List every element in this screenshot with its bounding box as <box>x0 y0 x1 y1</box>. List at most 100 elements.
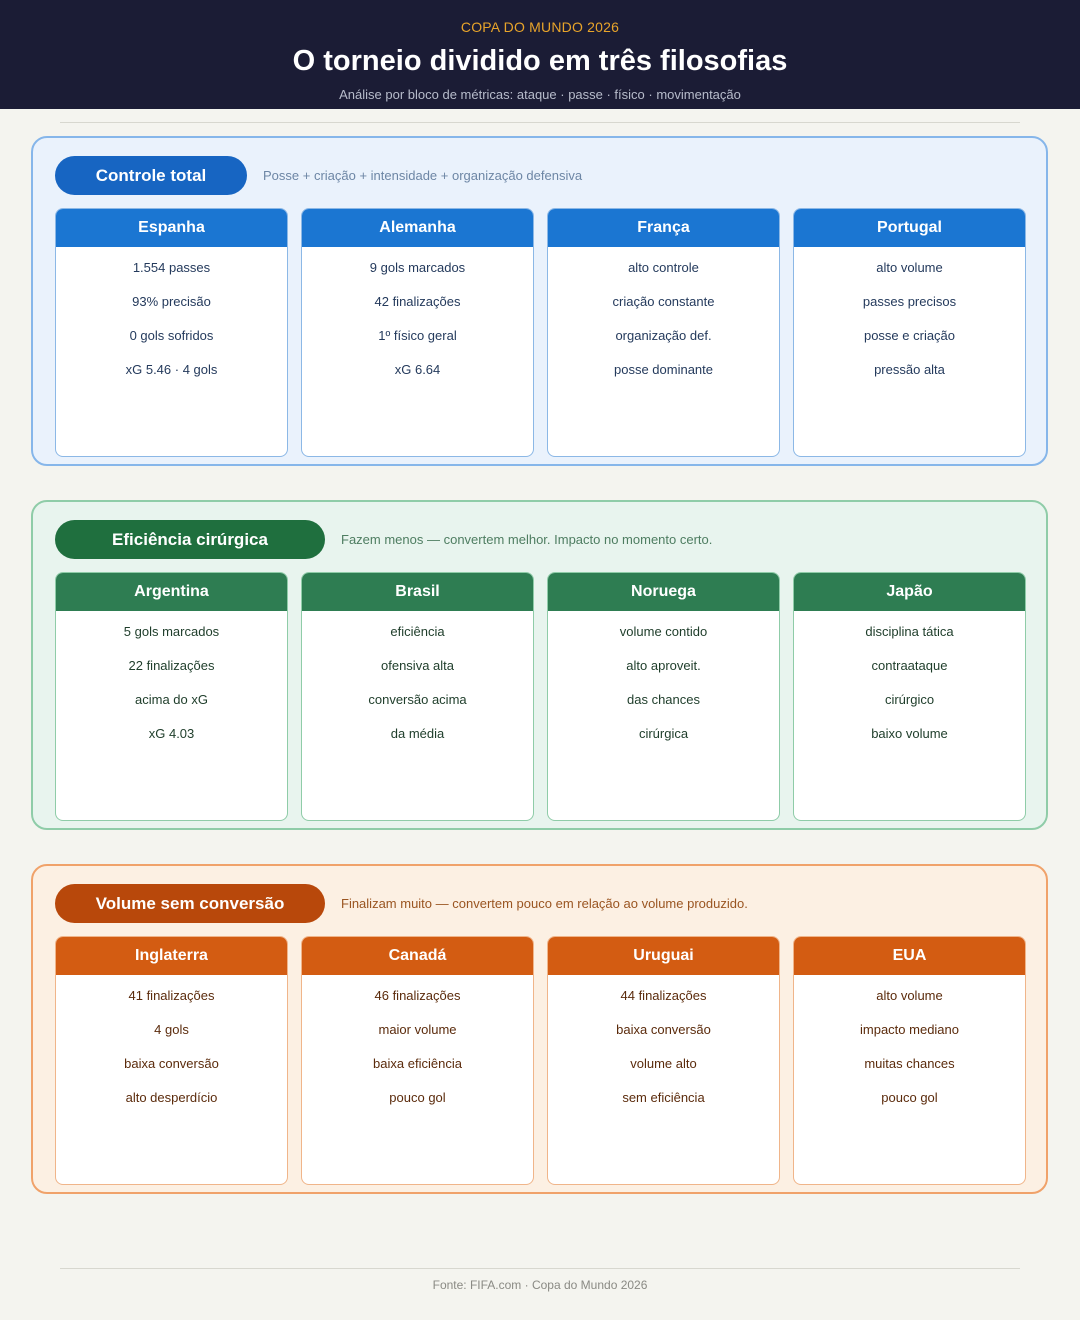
source-footer: Fonte: FIFA.com · Copa do Mundo 2026 <box>432 1278 648 1292</box>
metric-item: sem eficiência <box>622 1090 705 1105</box>
team-name: Canadá <box>302 937 533 975</box>
metric-item: xG 4.03 <box>148 726 195 741</box>
page-subtitle: Análise por bloco de métricas: ataque · … <box>339 87 741 102</box>
metric-item: 44 finalizações <box>620 988 707 1003</box>
metric-list: eficiência ofensiva alta conversão acima… <box>302 611 533 759</box>
metric-item: baixa conversão <box>616 1022 711 1037</box>
metric-item: contraataque <box>871 658 948 673</box>
team-card-uruguai: Uruguai 44 finalizações baixa conversão … <box>547 936 780 1185</box>
team-name: Noruega <box>548 573 779 611</box>
team-card-espanha: Espanha 1.554 passes 93% precisão 0 gols… <box>55 208 288 457</box>
metric-list: 46 finalizações maior volume baixa efici… <box>302 975 533 1123</box>
metric-item: da média <box>390 726 445 741</box>
metric-item: alto volume <box>876 988 943 1003</box>
group-panel-controle-total: Controle total Posse + criação + intensi… <box>31 136 1048 466</box>
metric-item: posse e criação <box>863 328 956 343</box>
team-card-eua: EUA alto volume impacto mediano muitas c… <box>793 936 1026 1185</box>
metric-list: 5 gols marcados 22 finalizações acima do… <box>56 611 287 759</box>
metric-item: xG 6.64 <box>394 362 441 377</box>
metric-item: 93% precisão <box>132 294 211 309</box>
team-card-portugal: Portugal alto volume passes precisos pos… <box>793 208 1026 457</box>
metric-item: conversão acima <box>368 692 467 707</box>
metric-item: 41 finalizações <box>128 988 215 1003</box>
team-card-inglaterra: Inglaterra 41 finalizações 4 gols baixa … <box>55 936 288 1185</box>
metric-item: 22 finalizações <box>128 658 215 673</box>
metric-item: xG 5.46 · 4 gols <box>125 362 218 377</box>
metric-list: 41 finalizações 4 gols baixa conversão a… <box>56 975 287 1123</box>
metric-item: volume alto <box>630 1056 697 1071</box>
metric-list: 1.554 passes 93% precisão 0 gols sofrido… <box>56 247 287 395</box>
metric-item: acima do xG <box>135 692 208 707</box>
metric-item: passes precisos <box>862 294 957 309</box>
group-title-pill: Controle total <box>55 156 247 195</box>
metric-item: criação constante <box>612 294 715 309</box>
metric-item: disciplina tática <box>865 624 954 639</box>
group-title-pill: Eficiência cirúrgica <box>55 520 325 559</box>
team-card-alemanha: Alemanha 9 gols marcados 42 finalizações… <box>301 208 534 457</box>
team-name: Brasil <box>302 573 533 611</box>
metric-item: 9 gols marcados <box>369 260 466 275</box>
team-card-japao: Japão disciplina tática contraataque cir… <box>793 572 1026 821</box>
group-panel-volume-sem-conversao: Volume sem conversão Finalizam muito — c… <box>31 864 1048 1194</box>
metric-item: 1º físico geral <box>378 328 457 343</box>
bottom-divider <box>60 1268 1020 1269</box>
metric-item: baixo volume <box>871 726 948 741</box>
group-panel-eficiencia-cirurgica: Eficiência cirúrgica Fazem menos — conve… <box>31 500 1048 830</box>
metric-item: 5 gols marcados <box>123 624 220 639</box>
team-name: Alemanha <box>302 209 533 247</box>
team-name: Japão <box>794 573 1025 611</box>
metric-list: 44 finalizações baixa conversão volume a… <box>548 975 779 1123</box>
metric-list: alto controle criação constante organiza… <box>548 247 779 395</box>
metric-item: organização def. <box>615 328 712 343</box>
team-name: Espanha <box>56 209 287 247</box>
metric-item: cirúrgico <box>884 692 935 707</box>
top-divider <box>60 122 1020 123</box>
metric-item: pouco gol <box>389 1090 446 1105</box>
team-card-brasil: Brasil eficiência ofensiva alta conversã… <box>301 572 534 821</box>
metric-list: 9 gols marcados 42 finalizações 1º físic… <box>302 247 533 395</box>
metric-item: alto volume <box>876 260 943 275</box>
metric-item: 1.554 passes <box>132 260 211 275</box>
header-kicker: COPA DO MUNDO 2026 <box>460 19 620 35</box>
page-title: O torneio dividido em três filosofias <box>292 45 788 77</box>
team-name: Inglaterra <box>56 937 287 975</box>
metric-item: maior volume <box>378 1022 457 1037</box>
team-name: EUA <box>794 937 1025 975</box>
metric-item: das chances <box>627 692 700 707</box>
metric-list: alto volume impacto mediano muitas chanc… <box>794 975 1025 1123</box>
metric-item: posse dominante <box>613 362 713 377</box>
metric-item: eficiência <box>390 624 445 639</box>
team-card-argentina: Argentina 5 gols marcados 22 finalizaçõe… <box>55 572 288 821</box>
team-name: Portugal <box>794 209 1025 247</box>
group-description: Finalizam muito — convertem pouco em rel… <box>341 896 748 911</box>
team-card-franca: França alto controle criação constante o… <box>547 208 780 457</box>
metric-item: baixa conversão <box>124 1056 219 1071</box>
metric-item: 46 finalizações <box>374 988 461 1003</box>
metric-item: 0 gols sofridos <box>129 328 214 343</box>
metric-item: cirúrgica <box>638 726 689 741</box>
metric-list: volume contido alto aproveit. das chance… <box>548 611 779 759</box>
metric-item: muitas chances <box>864 1056 955 1071</box>
group-description: Fazem menos — convertem melhor. Impacto … <box>341 532 713 547</box>
metric-item: volume contido <box>619 624 708 639</box>
team-card-noruega: Noruega volume contido alto aproveit. da… <box>547 572 780 821</box>
metric-item: 42 finalizações <box>374 294 461 309</box>
metric-list: alto volume passes precisos posse e cria… <box>794 247 1025 395</box>
metric-item: ofensiva alta <box>381 658 454 673</box>
metric-item: 4 gols <box>154 1022 189 1037</box>
metric-item: baixa eficiência <box>373 1056 462 1071</box>
metric-item: alto aproveit. <box>626 658 701 673</box>
team-name: Argentina <box>56 573 287 611</box>
metric-list: disciplina tática contraataque cirúrgico… <box>794 611 1025 759</box>
metric-item: pressão alta <box>874 362 945 377</box>
team-name: França <box>548 209 779 247</box>
group-title-pill: Volume sem conversão <box>55 884 325 923</box>
team-card-canada: Canadá 46 finalizações maior volume baix… <box>301 936 534 1185</box>
metric-item: pouco gol <box>881 1090 938 1105</box>
metric-item: alto desperdício <box>125 1090 218 1105</box>
page-header: COPA DO MUNDO 2026 O torneio dividido em… <box>0 0 1080 109</box>
metric-item: alto controle <box>628 260 699 275</box>
group-description: Posse + criação + intensidade + organiza… <box>263 168 583 183</box>
team-name: Uruguai <box>548 937 779 975</box>
metric-item: impacto mediano <box>860 1022 959 1037</box>
